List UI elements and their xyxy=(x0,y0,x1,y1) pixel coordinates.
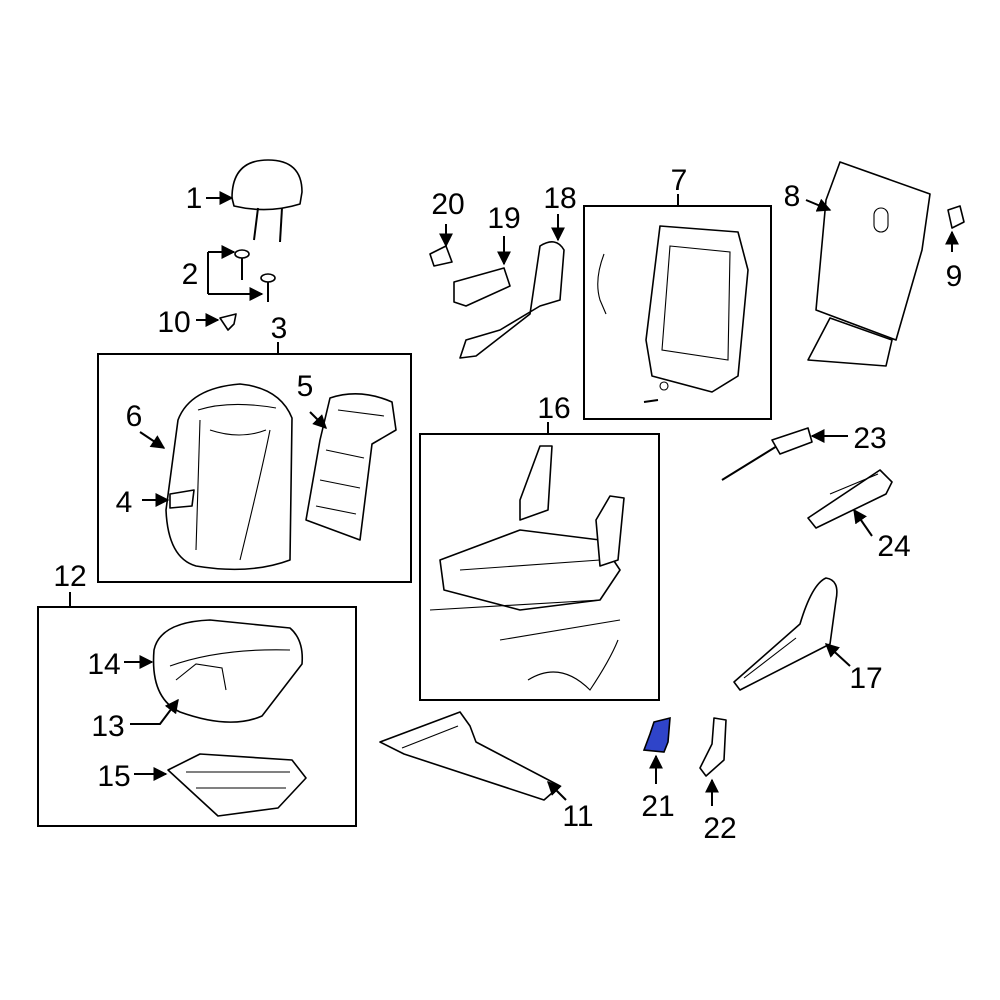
callout-13: 13 xyxy=(91,710,124,743)
callout-22: 22 xyxy=(703,812,736,845)
callout-24: 24 xyxy=(877,530,910,563)
leader-5 xyxy=(309,411,327,429)
part-release-rod xyxy=(721,427,813,481)
callout-11: 11 xyxy=(562,800,593,833)
leader-11 xyxy=(547,781,567,801)
part-clip xyxy=(219,313,237,331)
part-highlighted-bracket xyxy=(642,716,671,753)
callout-12: 12 xyxy=(53,560,86,593)
callout-4: 4 xyxy=(116,486,133,519)
part-strap xyxy=(169,489,195,509)
callout-19: 19 xyxy=(487,202,520,235)
part-cushion-pad xyxy=(167,753,307,817)
callout-10: 10 xyxy=(157,306,190,339)
part-small-bracket xyxy=(699,717,727,777)
part-side-shield xyxy=(733,577,838,691)
part-headrest xyxy=(231,159,303,243)
callout-2: 2 xyxy=(182,258,199,291)
leader-6 xyxy=(139,431,166,449)
callout-15: 15 xyxy=(97,760,130,793)
part-small-clip xyxy=(429,245,453,267)
callout-21: 21 xyxy=(641,790,674,823)
leader-13 xyxy=(130,698,179,725)
callout-3: 3 xyxy=(271,312,288,345)
part-lower-trim xyxy=(379,711,561,801)
group-box-3 xyxy=(97,353,412,583)
callout-6: 6 xyxy=(126,400,143,433)
part-handle-trim xyxy=(453,267,511,307)
leader-2-bracket xyxy=(207,251,262,295)
leader-24 xyxy=(853,508,873,537)
part-seat-cushion-cover xyxy=(152,619,304,723)
part-release-bracket xyxy=(807,469,893,529)
callout-17: 17 xyxy=(849,662,882,695)
part-plug xyxy=(947,205,965,229)
callout-18: 18 xyxy=(543,182,576,215)
callout-23: 23 xyxy=(853,422,886,455)
group-box-12 xyxy=(37,606,357,827)
part-seat-back-cover xyxy=(165,383,293,571)
part-seat-frame xyxy=(429,445,625,691)
callout-5: 5 xyxy=(297,370,314,403)
callout-9: 9 xyxy=(946,260,963,293)
part-seat-back-pad xyxy=(305,393,397,541)
callout-8: 8 xyxy=(784,180,801,213)
callout-1: 1 xyxy=(186,182,203,215)
part-back-frame xyxy=(597,225,749,403)
part-back-panel xyxy=(807,161,931,367)
callout-16: 16 xyxy=(537,392,570,425)
part-bolts xyxy=(234,249,276,302)
leader-17 xyxy=(824,643,851,667)
group-box-16 xyxy=(419,433,660,701)
leader-8 xyxy=(805,198,832,212)
callout-7: 7 xyxy=(671,164,688,197)
callout-20: 20 xyxy=(431,188,464,221)
callout-14: 14 xyxy=(87,648,120,681)
part-hinge-trim xyxy=(459,241,565,359)
